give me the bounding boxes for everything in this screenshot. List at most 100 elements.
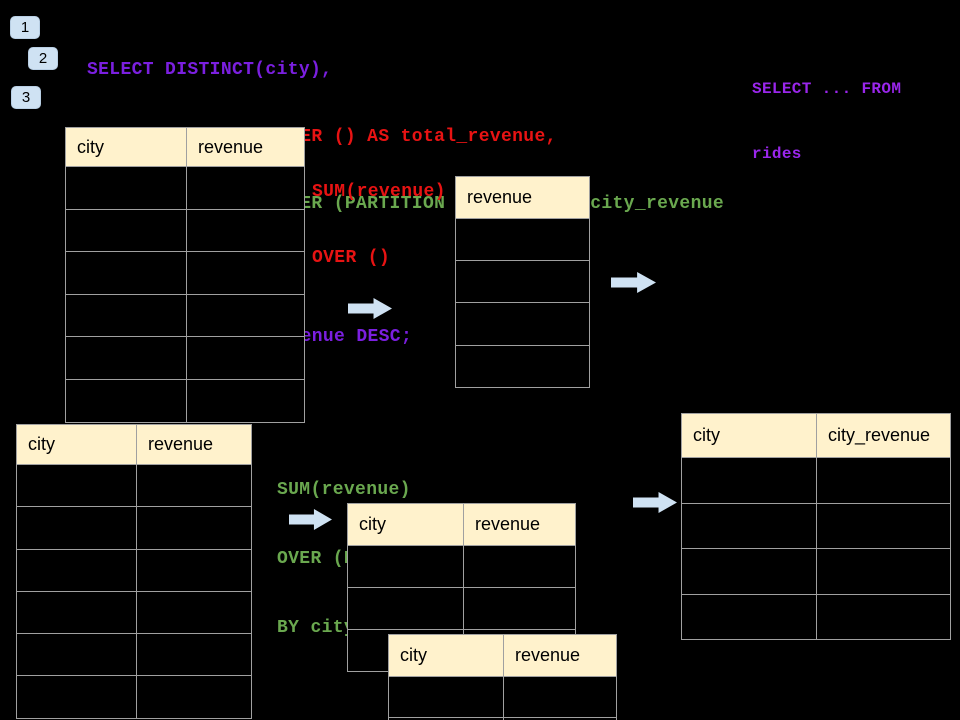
annotation-line: OVER () xyxy=(312,248,391,268)
step-badge-2: 2 xyxy=(28,47,58,70)
column-header: revenue xyxy=(136,424,252,465)
empty-cell xyxy=(816,457,951,504)
empty-cell xyxy=(136,675,252,719)
table-row xyxy=(681,593,951,640)
empty-cell xyxy=(16,633,137,677)
total-revenue-result-table: revenue xyxy=(455,176,590,388)
empty-cell xyxy=(186,251,305,295)
table-row xyxy=(455,344,590,388)
table-row xyxy=(16,506,252,550)
table-row xyxy=(65,208,305,253)
empty-cell xyxy=(65,166,187,210)
empty-cell xyxy=(681,548,817,595)
empty-cell xyxy=(503,717,617,720)
empty-cell xyxy=(503,676,617,718)
empty-cell xyxy=(816,548,951,595)
note-line: rides xyxy=(752,144,802,163)
empty-cell xyxy=(65,378,187,423)
empty-cell xyxy=(65,251,187,295)
step-badge-3: 3 xyxy=(11,86,41,109)
table-row xyxy=(65,378,305,423)
column-header: city xyxy=(681,413,817,458)
table-row xyxy=(681,457,951,504)
empty-cell xyxy=(16,463,137,508)
column-header: city_revenue xyxy=(816,413,951,458)
empty-cell xyxy=(816,502,951,549)
table-row xyxy=(681,548,951,595)
empty-cell xyxy=(16,548,137,592)
empty-cell xyxy=(681,593,817,640)
empty-cell xyxy=(388,676,504,718)
empty-cell xyxy=(136,548,252,592)
empty-cell xyxy=(455,302,590,346)
right-arrow-icon xyxy=(633,492,677,513)
empty-cell xyxy=(347,587,464,630)
column-header: city xyxy=(388,634,504,677)
empty-cell xyxy=(16,590,137,635)
table-row xyxy=(16,633,252,677)
table-row xyxy=(455,302,590,346)
empty-cell xyxy=(186,336,305,380)
empty-cell xyxy=(463,587,576,630)
column-header: city xyxy=(347,503,464,546)
empty-cell xyxy=(186,293,305,338)
step-badge-1: 1 xyxy=(10,16,40,39)
empty-cell xyxy=(455,217,590,262)
empty-cell xyxy=(16,675,137,719)
empty-cell xyxy=(136,506,252,550)
empty-cell xyxy=(681,457,817,504)
column-header: revenue xyxy=(455,176,590,219)
column-header: city xyxy=(16,424,137,465)
empty-cell xyxy=(455,260,590,304)
empty-cell xyxy=(136,590,252,635)
column-header: revenue xyxy=(463,503,576,546)
table-row xyxy=(455,260,590,304)
annotation-line: SUM(revenue) xyxy=(277,480,411,500)
empty-cell xyxy=(65,293,187,338)
empty-cell xyxy=(16,506,137,550)
empty-cell xyxy=(455,344,590,388)
table-row xyxy=(455,217,590,262)
column-header: revenue xyxy=(503,634,617,677)
empty-cell xyxy=(65,336,187,380)
empty-cell xyxy=(186,208,305,253)
column-header: revenue xyxy=(186,127,305,167)
empty-cell xyxy=(186,166,305,210)
code-line-select: SELECT DISTINCT(city), xyxy=(87,60,333,81)
table-row xyxy=(16,463,252,508)
empty-cell xyxy=(681,502,817,549)
column-header: city xyxy=(65,127,187,167)
empty-cell xyxy=(136,463,252,508)
annotation-sum-over-all: SUM(revenue) OVER () xyxy=(312,137,446,313)
table-row xyxy=(16,675,252,719)
table-row xyxy=(65,166,305,210)
table-row xyxy=(388,676,617,718)
table-row xyxy=(16,548,252,592)
empty-cell xyxy=(186,378,305,423)
select-from-rides-note: SELECT ... FROM rides xyxy=(752,36,901,208)
empty-cell xyxy=(65,208,187,253)
empty-cell xyxy=(816,593,951,640)
empty-cell xyxy=(347,545,464,588)
header-row: revenue xyxy=(455,176,590,219)
table-row xyxy=(347,545,576,588)
table-row xyxy=(65,336,305,380)
empty-cell xyxy=(463,545,576,588)
table-row xyxy=(388,717,617,720)
empty-cell xyxy=(136,633,252,677)
note-line: SELECT ... FROM xyxy=(752,80,902,98)
table-row xyxy=(347,587,576,630)
annotation-line: SUM(revenue) xyxy=(312,182,446,202)
table-row xyxy=(681,502,951,549)
table-row xyxy=(65,251,305,295)
